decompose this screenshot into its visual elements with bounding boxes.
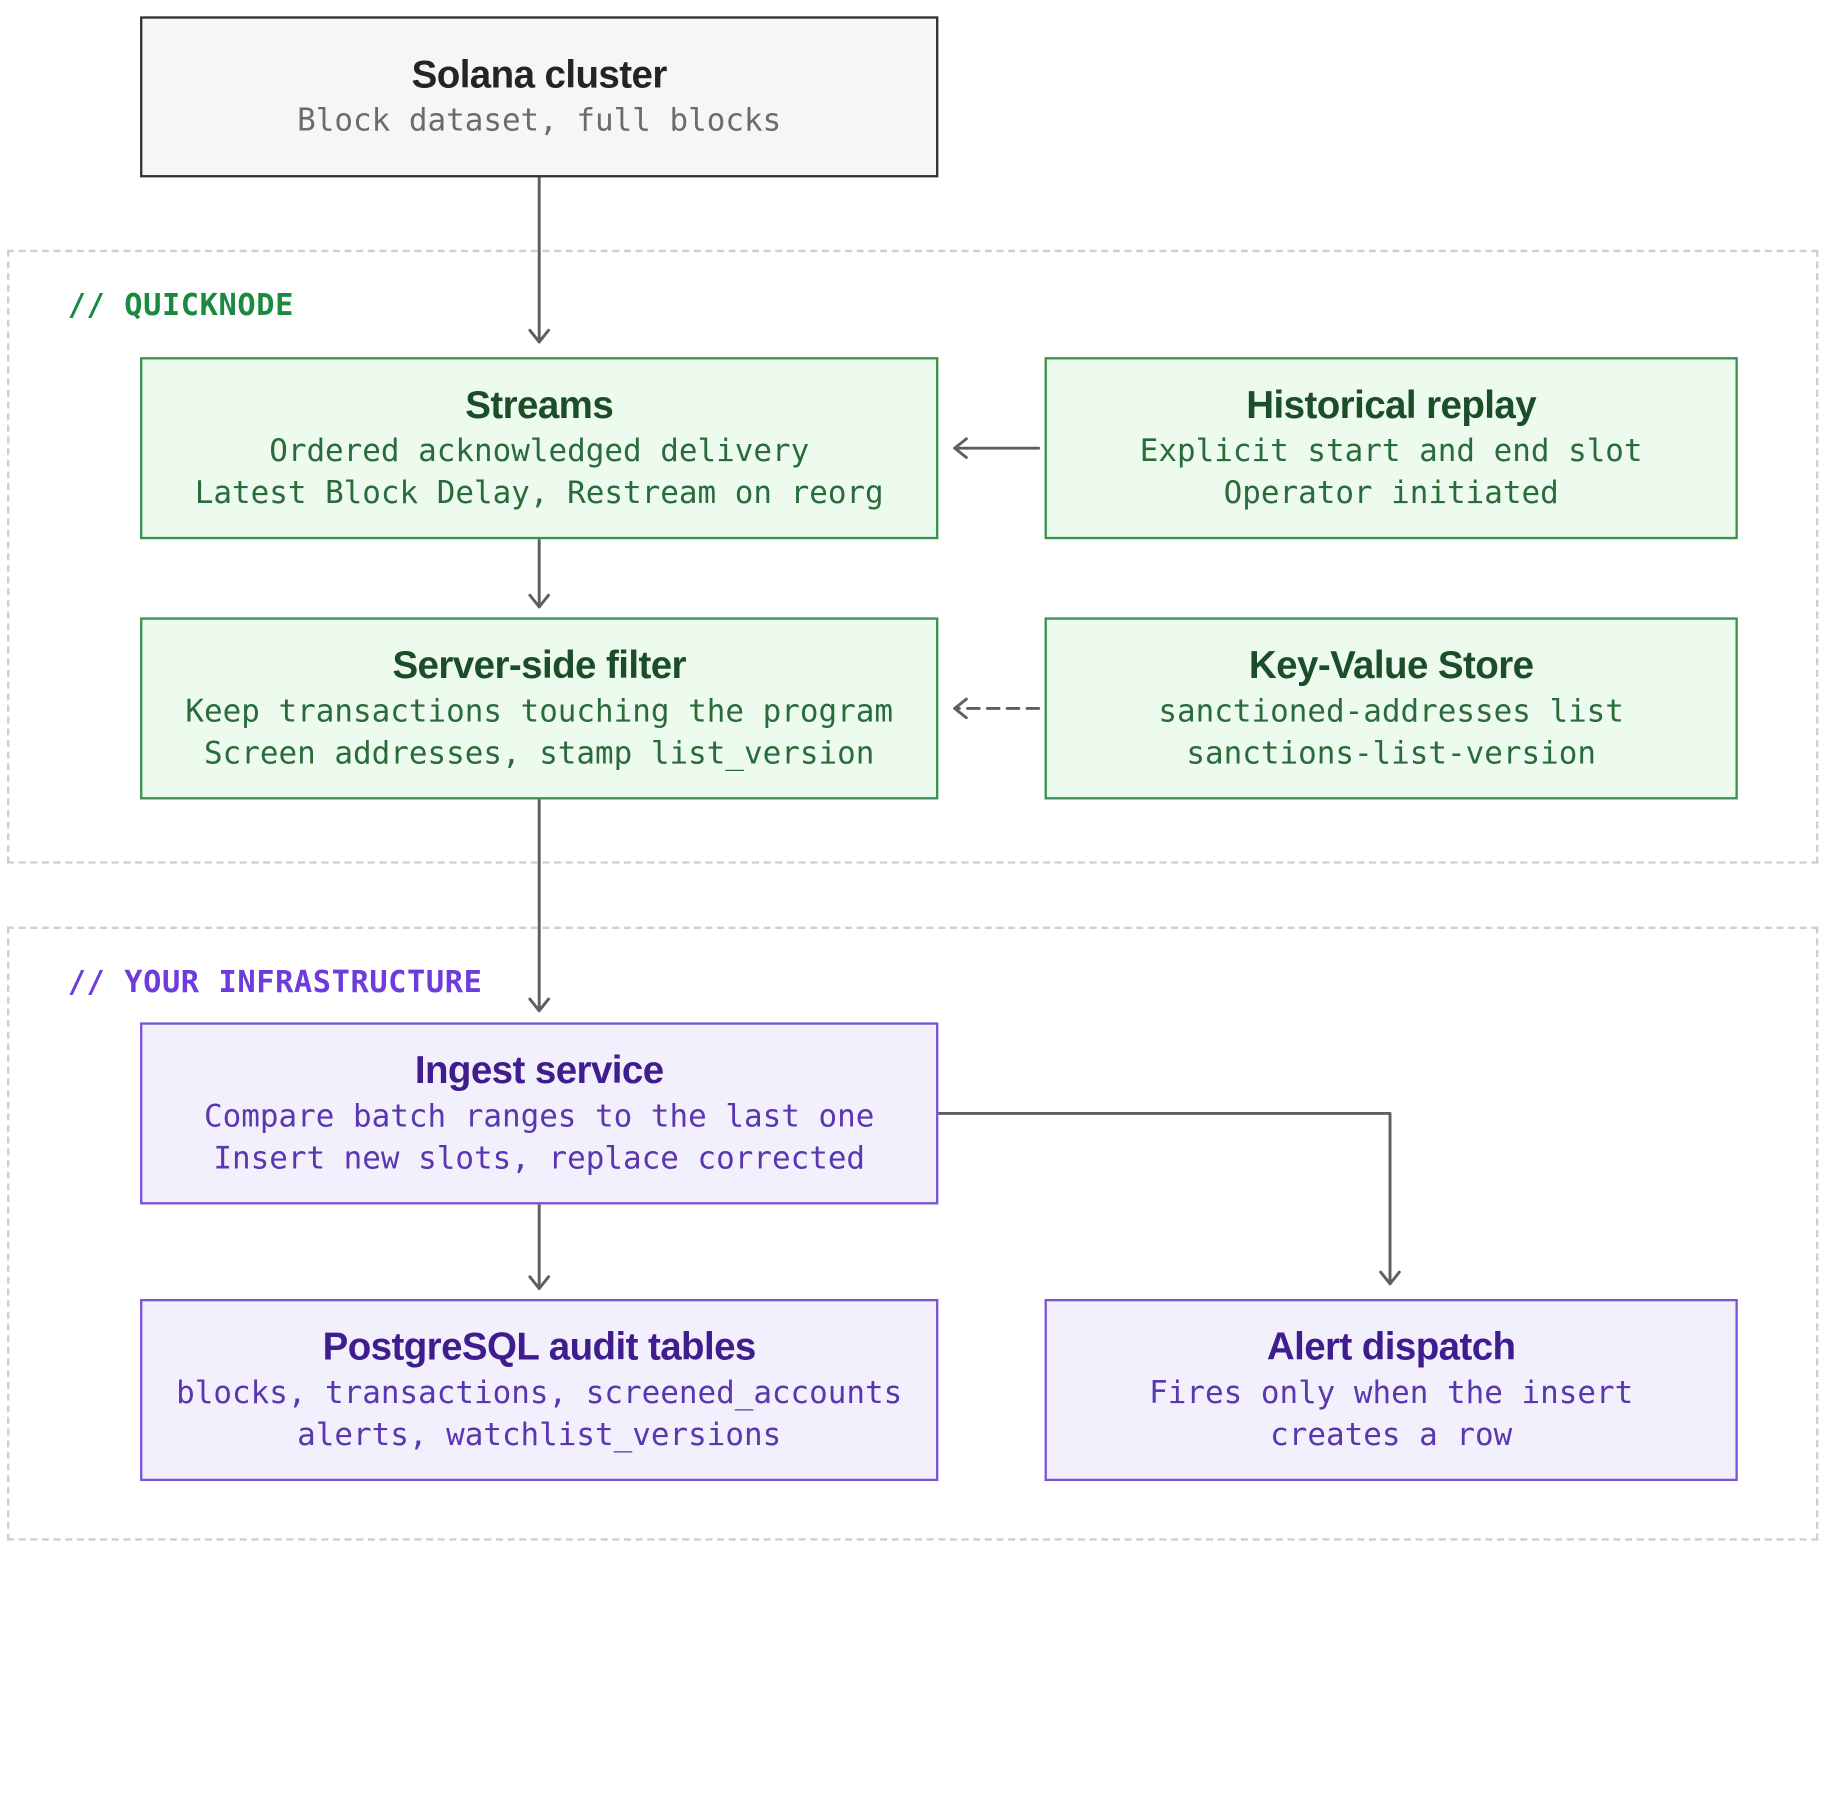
- historical-replay-detail-1: Explicit start and end slot: [1139, 432, 1643, 470]
- ingest-service-node: Ingest service Compare batch ranges to t…: [140, 1022, 939, 1205]
- key-value-store-node: Key-Value Store sanctioned-addresses lis…: [1044, 617, 1738, 800]
- edge-replay-to-streams-arrowhead: [953, 437, 968, 459]
- edge-ingest-to-alert: [936, 1111, 1392, 1286]
- ingest-service-detail-2: Insert new slots, replace corrected: [213, 1140, 866, 1177]
- historical-replay-node: Historical replay Explicit start and end…: [1044, 357, 1738, 540]
- alert-dispatch-detail-1: Fires only when the insert: [1149, 1374, 1634, 1412]
- postgresql-audit-tables-detail-2: alerts, watchlist_versions: [297, 1416, 782, 1454]
- postgresql-audit-tables-detail-1: blocks, transactions, screened_accounts: [176, 1374, 903, 1412]
- ingest-service-title: Ingest service: [414, 1048, 664, 1092]
- edge-streams-to-filter-arrowhead: [528, 593, 550, 609]
- alert-dispatch-detail-2: creates a row: [1270, 1416, 1513, 1454]
- edge-layer: [528, 175, 1401, 1290]
- streams-title: Streams: [465, 382, 614, 426]
- edge-ingest-to-alert-arrowhead: [1379, 1270, 1401, 1286]
- edge-solana-to-streams-arrowhead: [528, 328, 550, 344]
- solana-cluster-node: Solana cluster Block dataset, full block…: [140, 16, 939, 178]
- server-side-filter-title: Server-side filter: [392, 643, 686, 687]
- postgresql-audit-tables-title: PostgreSQL audit tables: [322, 1324, 757, 1368]
- edge-ingest-to-postgres-arrowhead: [528, 1275, 550, 1290]
- server-side-filter-detail-2: Screen addresses, stamp list_version: [204, 735, 875, 772]
- edge-kv-to-filter-arrowhead: [953, 697, 968, 720]
- key-value-store-detail-2: sanctions-list-version: [1186, 735, 1597, 772]
- solana-cluster-detail: Block dataset, full blocks: [297, 102, 782, 139]
- streams-node: Streams Ordered acknowledged delivery La…: [140, 357, 939, 540]
- edge-filter-to-ingest-arrowhead: [528, 997, 550, 1013]
- key-value-store-detail-1: sanctioned-addresses list: [1158, 693, 1624, 730]
- streams-detail-1: Ordered acknowledged delivery: [269, 432, 810, 470]
- infrastructure-group-label: // YOUR INFRASTRUCTURE: [67, 965, 483, 1001]
- alert-dispatch-title: Alert dispatch: [1266, 1324, 1516, 1368]
- ingest-service-detail-1: Compare batch ranges to the last one: [204, 1098, 875, 1135]
- quicknode-group-label: // QUICKNODE: [67, 288, 294, 324]
- alert-dispatch-node: Alert dispatch Fires only when the inser…: [1044, 1298, 1738, 1482]
- server-side-filter-node: Server-side filter Keep transactions tou…: [140, 617, 939, 800]
- historical-replay-title: Historical replay: [1246, 382, 1537, 426]
- solana-cluster-title: Solana cluster: [411, 52, 668, 96]
- historical-replay-detail-2: Operator initiated: [1223, 475, 1559, 512]
- server-side-filter-detail-1: Keep transactions touching the program: [185, 693, 893, 730]
- key-value-store-title: Key-Value Store: [1248, 643, 1534, 687]
- quicknode-group: // QUICKNODE: [7, 249, 1819, 864]
- postgresql-audit-tables-node: PostgreSQL audit tables blocks, transact…: [140, 1298, 939, 1482]
- streams-detail-2: Latest Block Delay, Restream on reorg: [194, 475, 884, 512]
- infrastructure-group: // YOUR INFRASTRUCTURE: [7, 926, 1819, 1541]
